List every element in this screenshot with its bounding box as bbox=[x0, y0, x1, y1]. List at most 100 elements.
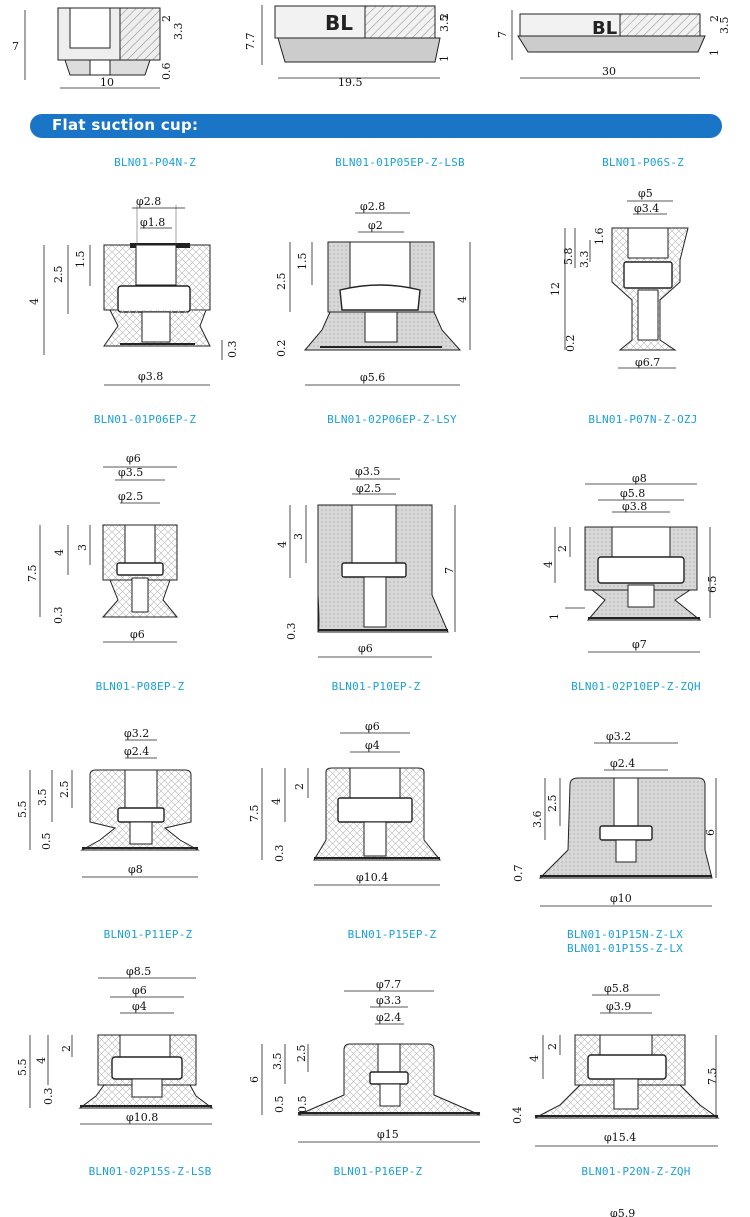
svg-text:12: 12 bbox=[549, 282, 562, 296]
svg-text:1: 1 bbox=[548, 613, 561, 620]
brand-mark: BL bbox=[325, 11, 353, 35]
model-label: BLN01-P06S-Z bbox=[602, 156, 684, 169]
model-label: BLN01-P10EP-Z bbox=[331, 680, 421, 693]
svg-text:φ2: φ2 bbox=[368, 219, 383, 232]
svg-text:0.2: 0.2 bbox=[275, 340, 288, 358]
svg-text:2: 2 bbox=[546, 1043, 559, 1050]
svg-text:1: 1 bbox=[438, 55, 451, 62]
top1-width: 10 bbox=[100, 76, 114, 89]
svg-text:φ2.8: φ2.8 bbox=[136, 195, 161, 208]
svg-text:φ2.4: φ2.4 bbox=[376, 1011, 401, 1024]
top1-height-7: 7 bbox=[12, 40, 19, 53]
svg-text:7: 7 bbox=[443, 567, 456, 574]
svg-text:φ10: φ10 bbox=[610, 892, 632, 905]
svg-text:0.3: 0.3 bbox=[52, 607, 65, 625]
top-drawing-1: 7 10 2 3.3 0.6 bbox=[12, 7, 185, 89]
svg-text:2: 2 bbox=[60, 1045, 73, 1052]
svg-text:φ3.5: φ3.5 bbox=[355, 465, 380, 478]
svg-text:φ8: φ8 bbox=[632, 472, 647, 485]
svg-text:2.5: 2.5 bbox=[58, 781, 71, 799]
drawing-bln01-p08ep-z: φ3.2 φ2.4 5.5 3.5 2.5 0.5 φ8 bbox=[16, 727, 200, 878]
model-label: BLN01-P15EP-Z bbox=[347, 928, 437, 941]
svg-text:φ6: φ6 bbox=[358, 642, 373, 655]
drawing-bln01-p04n-z: φ2.8 φ1.8 4 2.5 1.5 0.3 φ3.8 bbox=[28, 195, 239, 386]
drawing-bln01-01p06ep-z: φ6 φ3.5 φ2.5 7.5 4 3 0.3 φ6 bbox=[26, 452, 179, 643]
model-label: BLN01-P20N-Z-ZQH bbox=[581, 1165, 691, 1178]
svg-text:φ8.5: φ8.5 bbox=[126, 965, 151, 978]
svg-text:φ5.8: φ5.8 bbox=[604, 982, 629, 995]
svg-text:3.5: 3.5 bbox=[438, 15, 451, 33]
drawing-bln01-02p06ep-z-lsy: φ3.5 φ2.5 4 3 0.3 7 φ6 bbox=[276, 465, 456, 658]
svg-text:7.5: 7.5 bbox=[248, 805, 261, 823]
svg-text:φ3.2: φ3.2 bbox=[606, 730, 631, 743]
svg-text:φ2.8: φ2.8 bbox=[360, 200, 385, 213]
model-label-alt: BLN01-01P15S-Z-LX bbox=[567, 942, 683, 955]
svg-text:1.6: 1.6 bbox=[593, 228, 606, 246]
svg-text:2: 2 bbox=[556, 545, 569, 552]
svg-text:φ15.4: φ15.4 bbox=[604, 1131, 636, 1144]
svg-text:7.5: 7.5 bbox=[706, 1068, 719, 1086]
top-drawings: 7 10 2 3.3 0.6 7.7 BL 19.5 2 3.5 1 7 BL … bbox=[12, 5, 731, 89]
svg-text:1.5: 1.5 bbox=[296, 253, 309, 271]
svg-text:6: 6 bbox=[704, 829, 717, 836]
drawing-bln01-01p15n-z-lx: φ5.8 φ3.9 4 2 0.4 7.5 φ15.4 bbox=[511, 982, 720, 1147]
footer-cut-dim: φ5.9 bbox=[610, 1207, 635, 1217]
svg-text:φ6: φ6 bbox=[130, 628, 145, 641]
svg-text:φ2.5: φ2.5 bbox=[118, 490, 143, 503]
drawing-bln01-p10ep-z: φ6 φ4 7.5 4 2 0.3 φ10.4 bbox=[248, 720, 442, 886]
svg-text:φ6: φ6 bbox=[132, 984, 147, 997]
svg-text:0.4: 0.4 bbox=[511, 1107, 524, 1125]
svg-text:φ6.7: φ6.7 bbox=[635, 356, 660, 369]
svg-text:φ6: φ6 bbox=[365, 720, 380, 733]
svg-text:5.5: 5.5 bbox=[16, 801, 29, 819]
svg-text:φ4: φ4 bbox=[365, 739, 380, 752]
svg-text:φ3.8: φ3.8 bbox=[138, 370, 163, 383]
svg-text:0.3: 0.3 bbox=[226, 341, 239, 359]
section-title: Flat suction cup: bbox=[52, 116, 199, 134]
svg-text:φ7.7: φ7.7 bbox=[376, 978, 401, 991]
brand-mark-2: BL bbox=[592, 18, 617, 39]
svg-text:7: 7 bbox=[496, 31, 509, 38]
svg-text:5.8: 5.8 bbox=[562, 248, 575, 266]
svg-text:φ7: φ7 bbox=[632, 638, 647, 651]
section-banner: Flat suction cup: bbox=[30, 114, 722, 138]
svg-text:1.5: 1.5 bbox=[74, 251, 87, 269]
svg-text:7.5: 7.5 bbox=[26, 565, 39, 583]
svg-text:4: 4 bbox=[28, 298, 41, 305]
svg-text:2: 2 bbox=[708, 15, 721, 22]
svg-text:φ3.2: φ3.2 bbox=[124, 727, 149, 740]
svg-text:φ15: φ15 bbox=[377, 1128, 399, 1141]
svg-text:φ6: φ6 bbox=[126, 452, 141, 465]
svg-text:φ3.5: φ3.5 bbox=[118, 466, 143, 479]
model-label: BLN01-01P06EP-Z bbox=[93, 413, 197, 426]
svg-text:φ4: φ4 bbox=[132, 1000, 147, 1013]
svg-text:1: 1 bbox=[708, 49, 721, 56]
svg-text:φ2.4: φ2.4 bbox=[610, 757, 635, 770]
svg-text:φ3.8: φ3.8 bbox=[622, 500, 647, 513]
drawing-bln01-p15ep-z: φ7.7 φ3.3 φ2.4 6 3.5 2.5 0.5 0.5 φ15 bbox=[248, 978, 481, 1143]
svg-text:0.5: 0.5 bbox=[273, 1096, 286, 1114]
svg-text:2: 2 bbox=[293, 783, 306, 790]
svg-text:3: 3 bbox=[76, 544, 89, 551]
top2-width: 19.5 bbox=[338, 76, 363, 89]
svg-text:φ5: φ5 bbox=[638, 187, 653, 200]
svg-text:4: 4 bbox=[35, 1057, 48, 1064]
svg-text:φ5.8: φ5.8 bbox=[620, 487, 645, 500]
model-label: BLN01-P11EP-Z bbox=[103, 928, 193, 941]
svg-text:2: 2 bbox=[160, 15, 173, 22]
top3-width: 30 bbox=[602, 65, 616, 78]
drawing-bln01-p11ep-z: φ8.5 φ6 φ4 5.5 4 2 0.3 φ10.8 bbox=[16, 965, 214, 1125]
model-label: BLN01-01P05EP-Z-LSB bbox=[335, 156, 465, 169]
svg-text:2: 2 bbox=[438, 13, 451, 20]
svg-text:2.5: 2.5 bbox=[52, 266, 65, 284]
top-drawing-2: 7.7 BL 19.5 2 3.5 1 bbox=[244, 5, 451, 89]
svg-text:φ2.4: φ2.4 bbox=[124, 745, 149, 758]
svg-text:4: 4 bbox=[276, 541, 289, 548]
model-label: BLN01-P07N-Z-OZJ bbox=[588, 413, 698, 426]
svg-text:3.5: 3.5 bbox=[718, 17, 731, 35]
svg-text:φ1.8: φ1.8 bbox=[140, 216, 165, 229]
model-label: BLN01-02P10EP-Z-ZQH bbox=[571, 680, 701, 693]
model-label: BLN01-P08EP-Z bbox=[95, 680, 185, 693]
svg-text:4: 4 bbox=[528, 1055, 541, 1062]
